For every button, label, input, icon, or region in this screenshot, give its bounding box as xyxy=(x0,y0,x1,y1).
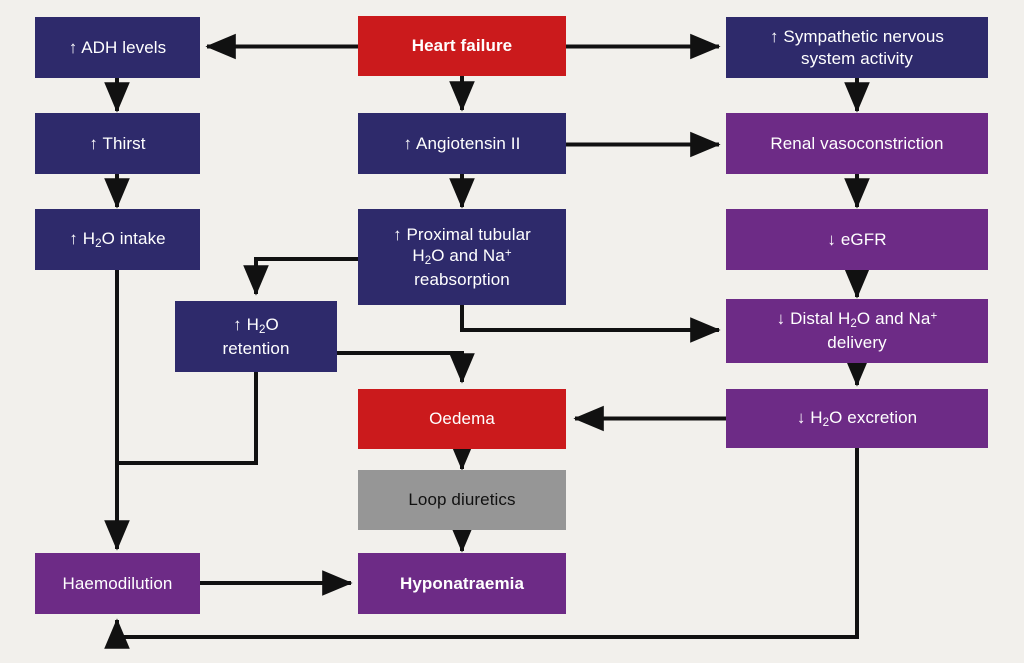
node-label-line1-sub: 2 xyxy=(850,318,857,331)
edge-h2oretention-oedema xyxy=(337,351,475,384)
node-label-post: O intake xyxy=(101,228,166,248)
node-label: ↑ H2O intake xyxy=(69,228,165,252)
node-label-line2: delivery xyxy=(827,333,887,353)
node-label-line2-pre: H xyxy=(412,246,425,266)
node-label: Haemodilution xyxy=(62,573,173,593)
node-label-line1: ↑ Proximal tubular xyxy=(393,224,531,244)
edge-proximal-distal xyxy=(460,305,721,343)
node-label: Heart failure xyxy=(411,36,513,56)
node-sympathetic-nervous-system-activity[interactable]: ↑ Sympathetic nervous system activity xyxy=(726,17,988,78)
node-label-line1: ↑ Sympathetic nervous xyxy=(769,27,945,47)
node-h2o-intake[interactable]: ↑ H2O intake xyxy=(35,209,200,270)
node-label-line1-sub: 2 xyxy=(258,324,266,337)
node-egfr[interactable]: ↓ eGFR xyxy=(726,209,988,270)
node-label-line3: reabsorption xyxy=(414,269,510,289)
node-label-pre: ↓ H xyxy=(796,407,823,427)
node-label: ↓ Distal H2O and Na+ delivery xyxy=(777,308,938,353)
node-label-pre: ↑ H xyxy=(69,228,96,248)
node-label: ↑ ADH levels xyxy=(68,37,167,57)
node-label-line1-mid: O and Na xyxy=(856,309,931,329)
node-adh-levels[interactable]: ↑ ADH levels xyxy=(35,17,200,78)
node-renal-vasoconstriction[interactable]: Renal vasoconstriction xyxy=(726,113,988,174)
node-angiotensin-ii[interactable]: ↑ Angiotensin II xyxy=(358,113,566,174)
node-label-sub: 2 xyxy=(95,237,102,250)
node-label-line2-mid: O and Na xyxy=(431,246,505,266)
node-label: ↓ eGFR xyxy=(827,229,887,249)
node-label: Hyponatraemia xyxy=(399,573,525,593)
node-label: ↑ Sympathetic nervous system activity xyxy=(770,26,944,69)
edge-proximal-h2oretention xyxy=(243,257,358,296)
node-label: Loop diuretics xyxy=(408,490,516,510)
node-label: Renal vasoconstriction xyxy=(770,133,944,153)
node-label-line2: system activity xyxy=(800,48,913,68)
node-heart-failure[interactable]: Heart failure xyxy=(358,16,566,76)
node-distal-h2o-and-na-delivery[interactable]: ↓ Distal H2O and Na+ delivery xyxy=(726,299,988,363)
node-label-line1-sup: + xyxy=(930,310,938,323)
node-label-line1-pre: ↑ H xyxy=(233,314,259,334)
node-oedema[interactable]: Oedema xyxy=(358,389,566,449)
node-label-line1-post: O xyxy=(265,314,279,334)
node-label-line1-pre: ↓ Distal H xyxy=(776,309,851,329)
edge-h2oexcretion-haemodilution-feedback xyxy=(104,448,859,649)
node-label: Oedema xyxy=(429,409,495,429)
node-hyponatraemia[interactable]: Hyponatraemia xyxy=(358,553,566,614)
node-label-sub: 2 xyxy=(822,416,830,429)
node-h2o-excretion[interactable]: ↓ H2O excretion xyxy=(726,389,988,448)
node-label: ↑ Angiotensin II xyxy=(403,133,521,153)
node-label-line2-sup: + xyxy=(504,247,512,260)
node-haemodilution[interactable]: Haemodilution xyxy=(35,553,200,614)
node-thirst[interactable]: ↑ Thirst xyxy=(35,113,200,174)
node-label: ↑ Thirst xyxy=(89,133,146,153)
node-label-line2: retention xyxy=(222,338,290,358)
node-label-line2-sub: 2 xyxy=(424,255,432,268)
node-loop-diuretics[interactable]: Loop diuretics xyxy=(358,470,566,530)
node-label-post: O excretion xyxy=(829,407,918,427)
node-label: ↓ H2O excretion xyxy=(797,407,917,431)
edge-h2oretention-haemodilution-join xyxy=(117,372,258,465)
